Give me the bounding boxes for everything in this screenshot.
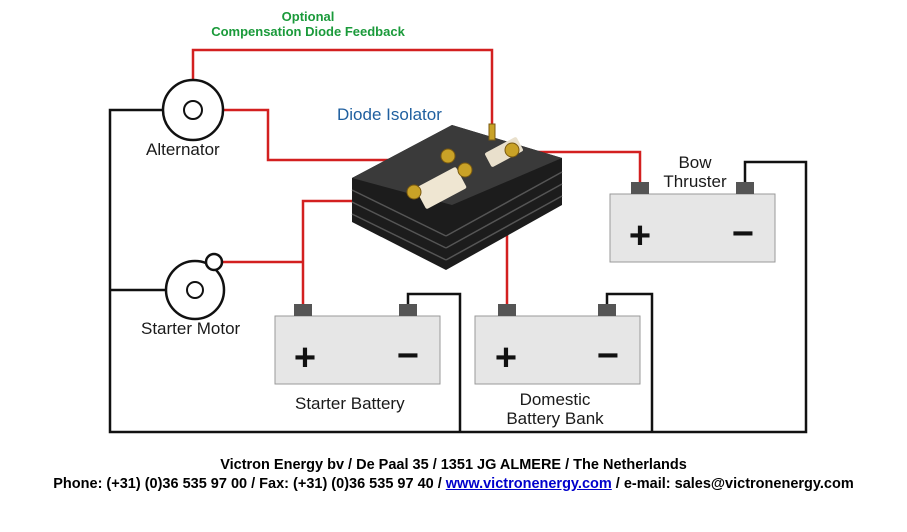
bow-plus-sign: + xyxy=(629,215,651,257)
domestic-plus-sign: + xyxy=(495,337,517,379)
alternator-label: Alternator xyxy=(146,140,220,159)
diode-isolator-title: Diode Isolator xyxy=(337,105,442,124)
wiring-diagram: + − + − + − xyxy=(108,48,808,434)
bow-minus-sign: − xyxy=(732,213,754,255)
feedback-wire xyxy=(191,48,494,128)
website-link[interactable]: www.victronenergy.com xyxy=(445,476,612,492)
starter-battery-negative-wire xyxy=(406,292,462,432)
optional-line1: Optional xyxy=(281,9,335,24)
bow-line2: Thruster xyxy=(663,172,727,191)
bow-line1: Bow xyxy=(678,153,712,172)
footer-contact-prefix: Phone: (+31) (0)36 535 97 00 / Fax: (+31… xyxy=(53,476,446,492)
starter-minus-sign: − xyxy=(397,335,419,377)
alternator xyxy=(161,78,225,142)
domestic-battery-label: Domestic Battery Bank xyxy=(480,390,630,428)
domestic-negative-wire xyxy=(605,292,654,432)
ground-bus-wire xyxy=(108,108,808,434)
footer-contact: Phone: (+31) (0)36 535 97 00 / Fax: (+31… xyxy=(0,476,907,492)
negative-wires xyxy=(108,108,808,434)
starter-motor-label: Starter Motor xyxy=(141,319,241,338)
starter-battery-label: Starter Battery xyxy=(295,394,405,413)
starter-motor xyxy=(164,252,226,321)
optional-label: Optional Compensation Diode Feedback xyxy=(188,9,428,39)
starter-plus-sign: + xyxy=(294,337,316,379)
domestic-line2: Battery Bank xyxy=(506,409,604,428)
footer-address: Victron Energy bv / De Paal 35 / 1351 JG… xyxy=(220,457,687,473)
optional-line2: Compensation Diode Feedback xyxy=(211,24,405,39)
alternator-positive-wire xyxy=(222,108,448,162)
bow-thruster-battery xyxy=(609,182,776,263)
bow-thruster-label: Bow Thruster xyxy=(650,153,740,191)
domestic-line1: Domestic xyxy=(519,390,591,409)
bow-positive-wire xyxy=(512,150,642,182)
starter-battery xyxy=(274,304,441,385)
footer-contact-suffix: / e-mail: sales@victronenergy.com xyxy=(611,476,854,492)
domestic-battery xyxy=(474,304,641,385)
domestic-minus-sign: − xyxy=(597,335,619,377)
diode-isolator xyxy=(351,123,563,270)
